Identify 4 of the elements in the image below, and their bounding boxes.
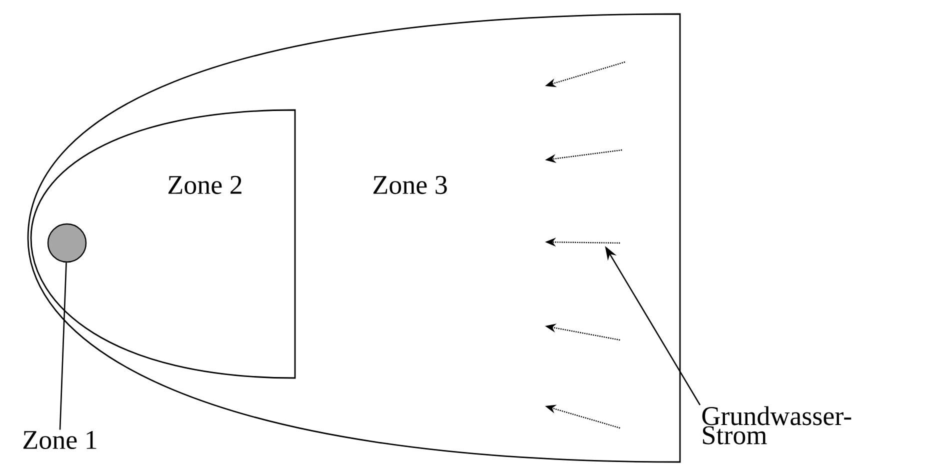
well-circle xyxy=(47,223,87,263)
leader-line xyxy=(59,262,67,430)
flow-label: Grundwasser- Strom xyxy=(702,406,852,444)
zone-outline: Zone 2 xyxy=(30,109,296,379)
